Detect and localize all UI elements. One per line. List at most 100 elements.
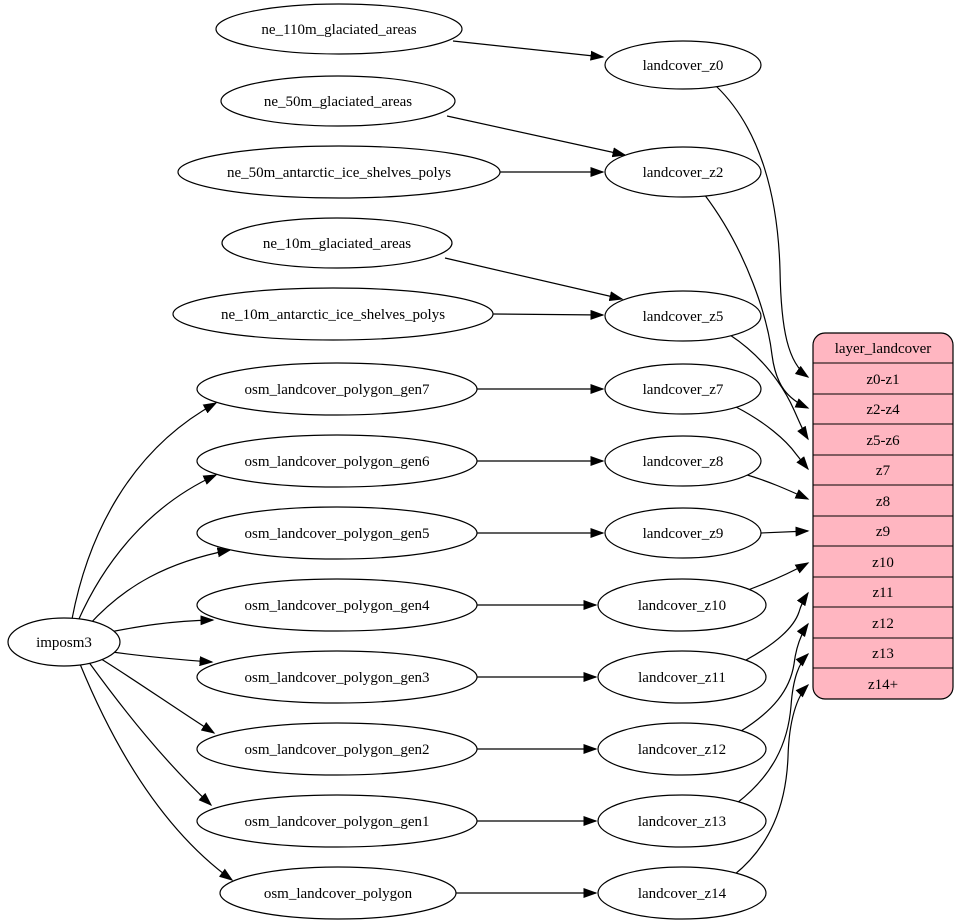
edge-z12-to-row-z12: [740, 622, 809, 732]
node-label: ne_50m_glaciated_areas: [264, 94, 412, 110]
edge-z8-to-row-z8: [743, 473, 810, 500]
node-ellipse: [604, 435, 762, 487]
node-ellipse: [196, 506, 478, 560]
node-ellipse: [597, 578, 767, 632]
record-row-z14-plus: z14+: [868, 677, 898, 693]
record-row-z9: z9: [876, 524, 890, 540]
record-row-z11: z11: [872, 585, 893, 601]
node-osm-landcover-polygon: osm_landcover_polygon: [219, 866, 457, 920]
edge-z2-to-row-z2-z4: [703, 193, 810, 409]
edge-ne10m-antarctic-to-z5: [492, 309, 605, 320]
record-row-z7: z7: [876, 463, 891, 479]
node-ellipse: [597, 794, 767, 848]
node-osm-landcover-polygon-gen6: osm_landcover_polygon_gen6: [196, 434, 478, 488]
node-ne-50m-antarctic-ice-shelves-polys: ne_50m_antarctic_ice_shelves_polys: [177, 145, 501, 199]
edge-z11-to-row-z11: [745, 591, 809, 661]
node-label: landcover_z11: [638, 670, 726, 686]
node-label: osm_landcover_polygon: [264, 886, 413, 902]
node-label: osm_landcover_polygon_gen4: [245, 598, 430, 614]
node-label: landcover_z9: [643, 526, 724, 542]
edge-z9-to-row-z9: [760, 526, 810, 537]
node-ellipse: [177, 145, 501, 199]
node-ellipse: [219, 866, 457, 920]
node-ellipse: [172, 287, 494, 341]
node-ellipse: [196, 794, 478, 848]
edge-imposm3-to-gen5: [87, 547, 232, 627]
node-osm-landcover-polygon-gen2: osm_landcover_polygon_gen2: [196, 722, 478, 776]
edge-z10-to-row-z10: [747, 562, 810, 591]
node-ne-110m-glaciated-areas: ne_110m_glaciated_areas: [215, 3, 463, 55]
node-label: landcover_z0: [643, 58, 724, 74]
node-ellipse: [604, 290, 762, 342]
node-label: osm_landcover_polygon_gen5: [245, 526, 430, 542]
node-label: landcover_z13: [638, 814, 726, 830]
edge-imposm3-to-gen2: [97, 656, 216, 734]
record-row-z10: z10: [872, 555, 894, 571]
node-osm-landcover-polygon-gen7: osm_landcover_polygon_gen7: [196, 362, 478, 416]
node-landcover-z10: landcover_z10: [597, 578, 767, 632]
node-label: landcover_z14: [638, 886, 727, 902]
node-osm-landcover-polygon-gen4: osm_landcover_polygon_gen4: [196, 578, 478, 632]
node-ellipse: [215, 3, 463, 55]
node-landcover-z14: landcover_z14: [597, 866, 767, 920]
record-row-z5-z6: z5-z6: [866, 433, 900, 449]
node-ellipse: [604, 40, 762, 90]
node-ellipse: [604, 363, 762, 415]
edge-imposm3-to-poly: [79, 663, 234, 881]
edge-z5-to-row-z5-z6: [729, 334, 809, 441]
node-label: landcover_z8: [643, 454, 724, 470]
node-osm-landcover-polygon-gen1: osm_landcover_polygon_gen1: [196, 794, 478, 848]
node-label: ne_10m_glaciated_areas: [263, 236, 411, 252]
node-ellipse: [597, 650, 767, 704]
node-ellipse: [604, 146, 762, 198]
record-row-z13: z13: [872, 646, 894, 662]
node-ellipse: [604, 507, 762, 559]
node-label: ne_50m_antarctic_ice_shelves_polys: [227, 165, 451, 181]
edge-imposm3-to-gen4: [104, 615, 215, 634]
node-label: osm_landcover_polygon_gen1: [245, 814, 430, 830]
node-imposm3: imposm3: [7, 617, 121, 667]
node-label: osm_landcover_polygon_gen2: [245, 742, 430, 758]
node-ellipse: [221, 217, 453, 269]
edge-imposm3-to-gen7: [71, 402, 218, 620]
edge-z13-to-row-z13: [736, 652, 810, 804]
edge-imposm3-to-gen6: [77, 474, 218, 622]
record-row-z12: z12: [872, 616, 894, 632]
edge-z0-to-row-z0-z1: [715, 85, 810, 378]
node-landcover-z7: landcover_z7: [604, 363, 762, 415]
edge-imposm3-to-gen1: [87, 660, 213, 807]
edge-z7-to-row-z7: [735, 406, 809, 471]
node-ellipse: [196, 578, 478, 632]
node-label: osm_landcover_polygon_gen3: [245, 670, 430, 686]
node-landcover-z9: landcover_z9: [604, 507, 762, 559]
node-label: osm_landcover_polygon_gen6: [245, 454, 430, 470]
node-label: landcover_z7: [643, 382, 724, 398]
node-ellipse: [220, 75, 456, 127]
node-landcover-z11: landcover_z11: [597, 650, 767, 704]
node-label: landcover_z12: [638, 742, 726, 758]
node-label: imposm3: [36, 635, 92, 651]
node-osm-landcover-polygon-gen3: osm_landcover_polygon_gen3: [196, 650, 478, 704]
record-row-z8: z8: [876, 494, 890, 510]
node-ellipse: [196, 434, 478, 488]
node-ellipse: [597, 866, 767, 920]
edge-ne50m-glaciated-to-z2: [446, 115, 627, 158]
record-title: layer_landcover: [835, 341, 932, 357]
record-row-z2-z4: z2-z4: [866, 402, 900, 418]
edge-imposm3-to-gen3: [104, 650, 214, 667]
node-ellipse: [7, 617, 121, 667]
node-label: landcover_z2: [643, 165, 724, 181]
node-landcover-z8: landcover_z8: [604, 435, 762, 487]
node-landcover-z13: landcover_z13: [597, 794, 767, 848]
node-ne-10m-glaciated-areas: ne_10m_glaciated_areas: [221, 217, 453, 269]
node-layer-landcover-record: layer_landcover z0-z1 z2-z4 z5-z6 z7 z8 …: [812, 332, 954, 700]
node-ne-10m-antarctic-ice-shelves-polys: ne_10m_antarctic_ice_shelves_polys: [172, 287, 494, 341]
node-landcover-z0: landcover_z0: [604, 40, 762, 90]
node-landcover-z12: landcover_z12: [597, 722, 767, 776]
node-ne-50m-glaciated-areas: ne_50m_glaciated_areas: [220, 75, 456, 127]
record-row-z0-z1: z0-z1: [866, 372, 899, 388]
node-landcover-z5: landcover_z5: [604, 290, 762, 342]
edge-layer: [71, 40, 810, 898]
node-label: osm_landcover_polygon_gen7: [245, 382, 430, 398]
